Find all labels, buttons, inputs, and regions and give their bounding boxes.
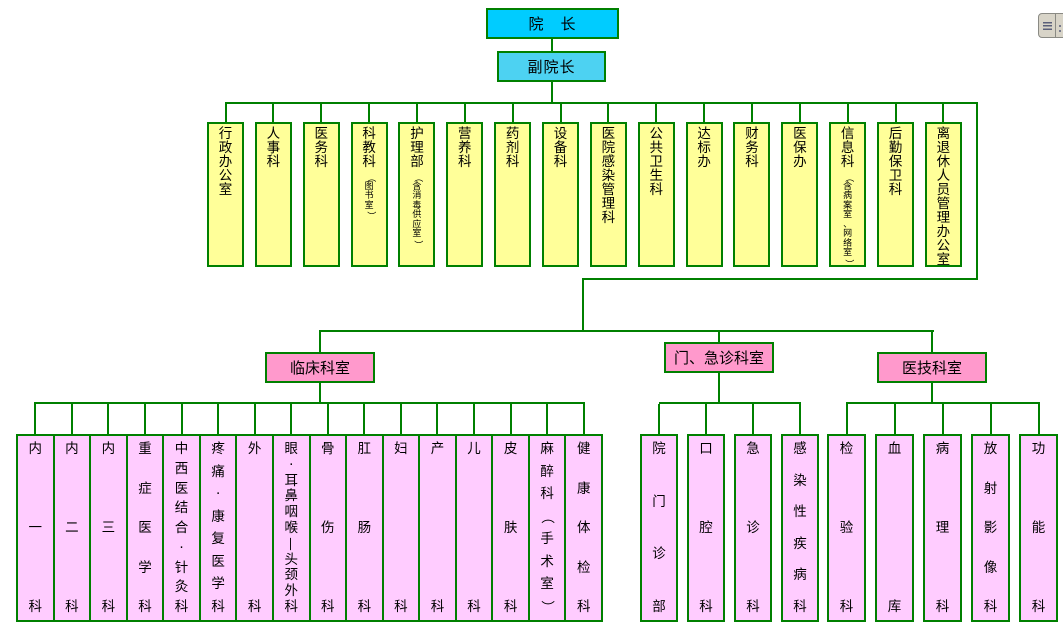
- medtech-department-box: 血库: [875, 404, 914, 622]
- clinical-department-box: 内二科: [52, 404, 92, 622]
- admin-department-label: 科教科: [362, 126, 376, 170]
- admin-department-box: 财务科: [733, 104, 771, 267]
- admin-department-box: 行政办公室: [207, 104, 244, 267]
- admin-department-note: （图书室）: [364, 173, 375, 221]
- admin-department-label: 离退休人员管理办公室: [936, 126, 951, 268]
- connector-line: [976, 102, 978, 280]
- connector-line: [931, 330, 933, 352]
- connector-line: [551, 82, 553, 102]
- clinical-department-box: 健康体检科: [564, 404, 603, 622]
- clinical-department-box: 肛肠科: [345, 404, 384, 622]
- admin-department-box: 营养科: [446, 104, 484, 267]
- connector-line: [551, 39, 553, 51]
- admin-department-label: 达标办: [697, 126, 711, 170]
- group-header-outpatient-label: 门、急诊科室: [673, 349, 764, 367]
- president-box: 院 长: [486, 8, 619, 39]
- admin-department-box: 医保办: [781, 104, 819, 267]
- admin-department-box: 药剂科: [494, 104, 532, 267]
- admin-department-box: 公共卫生科: [637, 104, 675, 267]
- clinical-department-box: 产科: [418, 404, 457, 622]
- medtech-department-row: 检验科 血库 病理科 放射影像科 功能科: [827, 404, 1058, 622]
- clinical-department-box: 眼·耳鼻咽喉—头颈外科: [271, 404, 311, 622]
- connector-line: [582, 278, 584, 332]
- connector-line: [718, 373, 720, 402]
- clinical-department-box: 麻醉科（手术室）: [527, 404, 567, 622]
- connector-line: [34, 402, 585, 404]
- connector-line: [846, 402, 1040, 404]
- connector-line: [718, 330, 720, 342]
- clinical-department-box: 儿科: [454, 404, 494, 622]
- admin-department-box: 达标办: [685, 104, 723, 267]
- admin-department-label: 药剂科: [505, 126, 520, 170]
- admin-department-box: 科教科 （图书室）: [350, 104, 388, 267]
- group-header-clinical: 临床科室: [265, 352, 375, 383]
- clinical-department-box: 疼痛·康复医学科: [198, 404, 238, 622]
- group-header-medtech-label: 医技科室: [901, 359, 962, 377]
- connector-line: [319, 383, 321, 402]
- admin-department-label: 医务科: [314, 126, 328, 170]
- grip-lines-icon: [1042, 21, 1052, 30]
- admin-department-box: 设备科: [542, 104, 580, 267]
- admin-department-label: 后勤保卫科: [888, 126, 903, 198]
- clinical-department-box: 重症医学科: [125, 404, 165, 622]
- admin-department-box: 护理部 （含消毒供应室）: [398, 104, 436, 267]
- connector-line: [582, 278, 978, 280]
- connector-line: [319, 330, 321, 352]
- admin-department-label: 设备科: [553, 126, 568, 170]
- medtech-department-box: 病理科: [923, 404, 962, 622]
- outpatient-department-box: 急诊科: [734, 404, 772, 622]
- president-label: 院 长: [528, 15, 577, 33]
- admin-department-box: 人事科: [254, 104, 292, 267]
- admin-department-label: 医保办: [793, 126, 807, 170]
- vice-president-box: 副院长: [497, 51, 606, 82]
- medtech-department-box: 放射影像科: [971, 404, 1010, 622]
- clinical-department-box: 中西医结合·针灸科: [162, 404, 201, 622]
- group-header-outpatient-emergency: 门、急诊科室: [664, 342, 774, 373]
- admin-department-box: 医务科: [302, 104, 340, 267]
- admin-department-box: 离退休人员管理办公室: [924, 104, 962, 268]
- panel-handle[interactable]: [1038, 13, 1063, 38]
- admin-department-note: （含病案室、网络室）: [843, 173, 854, 268]
- clinical-department-box: 内一科: [16, 404, 55, 622]
- dots-icon: [1059, 24, 1061, 27]
- clinical-department-box: 骨伤科: [308, 404, 348, 622]
- connector-line: [659, 402, 801, 404]
- admin-department-note: （含消毒供应室）: [412, 173, 423, 249]
- admin-department-label: 财务科: [745, 126, 759, 170]
- outpatient-department-box: 口腔科: [687, 404, 725, 622]
- outpatient-department-box: 院门诊部: [640, 404, 678, 622]
- clinical-department-box: 外科: [235, 404, 274, 622]
- admin-department-label: 信息科: [840, 126, 855, 170]
- clinical-department-box: 妇科: [381, 404, 421, 622]
- group-header-clinical-label: 临床科室: [289, 359, 350, 377]
- group-header-medtech: 医技科室: [877, 352, 987, 383]
- connector-line: [320, 330, 934, 332]
- admin-department-row: 行政办公室 人事科 医务科 科教科 （图书室） 护理部 （含消毒供应室）: [207, 104, 962, 268]
- clinical-department-row: 内一科 内二科 内三科 重症医学科 中西医结合·针灸科 疼痛·康复医学科 外科 …: [16, 404, 603, 622]
- admin-department-box: 后勤保卫科: [877, 104, 915, 267]
- admin-department-label: 公共卫生科: [649, 126, 663, 198]
- clinical-department-box: 皮肤科: [491, 404, 530, 622]
- admin-department-label: 人事科: [266, 126, 281, 170]
- outpatient-department-box: 感染性疾病科: [781, 404, 819, 622]
- admin-department-box: 信息科 （含病案室、网络室）: [829, 104, 867, 268]
- outpatient-department-row: 院门诊部 口腔科 急诊科 感染性疾病科: [640, 404, 819, 622]
- admin-department-label: 医院感染管理科: [601, 126, 616, 226]
- medtech-department-box: 检验科: [827, 404, 866, 622]
- connector-line: [931, 383, 933, 402]
- admin-department-label: 行政办公室: [218, 126, 233, 198]
- clinical-department-box: 内三科: [89, 404, 128, 622]
- vice-president-label: 副院长: [527, 58, 576, 76]
- admin-department-label: 营养科: [458, 126, 472, 170]
- admin-department-label: 护理部: [410, 126, 424, 170]
- connector-line: [225, 102, 978, 104]
- admin-department-box: 医院感染管理科: [589, 104, 627, 267]
- medtech-department-box: 功能科: [1019, 404, 1058, 622]
